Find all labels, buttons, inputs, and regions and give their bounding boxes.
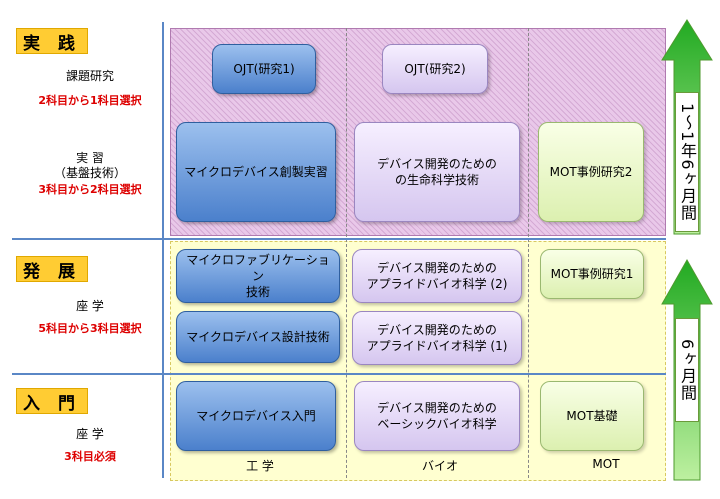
course-micro-fab-line2: 技術 — [245, 285, 270, 299]
course-mot-case2-label: MOT事例研究2 — [549, 165, 633, 179]
course-ojt1: OJT(研究1) — [212, 44, 316, 94]
course-basic-bio-line2: ベーシックバイオ科学 — [377, 417, 497, 431]
course-micro-fab-line1: マイクロファブリケーション — [186, 253, 330, 283]
course-micro-design: マイクロデバイス設計技術 — [176, 311, 340, 363]
course-applied-bio1-line2: アプライドバイオ科学 (1) — [366, 339, 508, 353]
development-note: 5科目から3科目選択 — [38, 322, 142, 335]
column-divider-1 — [346, 28, 347, 478]
course-life-science-line2: の生命科学技術 — [394, 173, 479, 187]
course-applied-bio2: デバイス開発のための アプライドバイオ科学 (2) — [352, 249, 522, 303]
course-applied-bio2-line1: デバイス開発のための — [377, 261, 497, 275]
course-basic-bio: デバイス開発のための ベーシックバイオ科学 — [354, 381, 520, 451]
intro-note: 3科目必須 — [64, 450, 116, 463]
training-label: 実 習 — [76, 151, 104, 165]
intro-label: 座 学 — [76, 427, 104, 441]
divider-practice-development — [12, 238, 666, 240]
divider-development-intro — [12, 373, 666, 375]
column-label-bio: バイオ — [421, 459, 458, 473]
column-label-mot: MOT — [592, 457, 620, 471]
duration-upper-label: 1〜1年6ヶ月間 — [675, 92, 699, 232]
research-label: 課題研究 — [65, 69, 114, 83]
course-basic-bio-line1: デバイス開発のための — [377, 401, 497, 415]
course-mot-case1-label: MOT事例研究1 — [550, 267, 634, 281]
course-applied-bio1: デバイス開発のための アプライドバイオ科学 (1) — [352, 311, 522, 365]
course-micro-practice-label: マイクロデバイス創製実習 — [184, 165, 328, 179]
course-applied-bio1-line1: デバイス開発のための — [377, 323, 497, 337]
research-note: 2科目から1科目選択 — [38, 94, 142, 107]
course-micro-intro: マイクロデバイス入門 — [176, 381, 336, 451]
duration-lower-label: 6ヶ月間 — [675, 318, 699, 422]
level-tag-practice: 実 践 — [16, 28, 88, 54]
course-ojt1-label: OJT(研究1) — [233, 62, 295, 76]
course-micro-practice: マイクロデバイス創製実習 — [176, 122, 336, 222]
course-mot-basics: MOT基礎 — [540, 381, 644, 451]
column-label-engineering: 工 学 — [246, 459, 274, 473]
development-label: 座 学 — [76, 299, 104, 313]
axis-vertical-line — [162, 22, 164, 478]
course-mot-case2: MOT事例研究2 — [538, 122, 644, 222]
course-micro-fab: マイクロファブリケーション 技術 — [176, 249, 340, 303]
course-life-science: デバイス開発のための の生命科学技術 — [354, 122, 520, 222]
training-note: 3科目から2科目選択 — [38, 183, 142, 196]
level-tag-intro: 入 門 — [16, 388, 88, 414]
column-divider-2 — [528, 28, 529, 478]
course-ojt2: OJT(研究2) — [382, 44, 488, 94]
course-mot-case1: MOT事例研究1 — [540, 249, 644, 299]
level-tag-development: 発 展 — [16, 256, 88, 282]
course-ojt2-label: OJT(研究2) — [404, 62, 466, 76]
course-applied-bio2-line2: アプライドバイオ科学 (2) — [366, 277, 508, 291]
course-life-science-line1: デバイス開発のための — [377, 157, 497, 171]
course-mot-basics-label: MOT基礎 — [566, 409, 618, 423]
training-sublabel: （基盤技術） — [53, 166, 126, 180]
course-micro-design-label: マイクロデバイス設計技術 — [186, 330, 330, 344]
course-micro-intro-label: マイクロデバイス入門 — [196, 409, 316, 423]
